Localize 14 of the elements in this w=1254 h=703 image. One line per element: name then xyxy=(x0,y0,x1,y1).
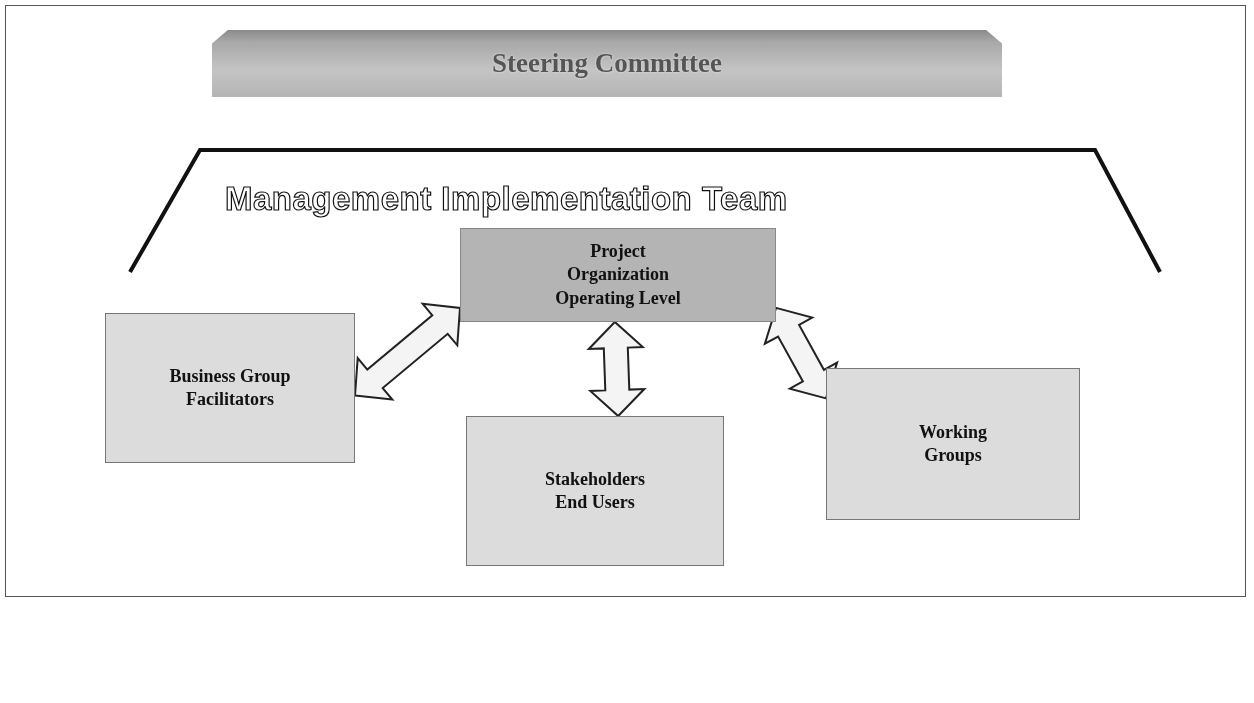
committee-band xyxy=(212,30,1002,97)
box-label: Stakeholders End Users xyxy=(544,467,646,514)
project-box xyxy=(460,228,776,322)
box-label: Working Groups xyxy=(918,420,988,467)
group-box xyxy=(105,313,355,463)
double-arrow xyxy=(353,302,462,401)
box-label: Steering Committee xyxy=(491,46,723,80)
group-box xyxy=(826,368,1080,520)
double-arrow xyxy=(763,306,839,400)
group-box xyxy=(466,416,724,566)
box-label: Project Organization Operating Level xyxy=(554,239,682,310)
double-arrow xyxy=(586,320,647,418)
team-title: Management Implementation Team xyxy=(225,179,788,220)
box-label: Business Group Facilitators xyxy=(168,364,292,411)
